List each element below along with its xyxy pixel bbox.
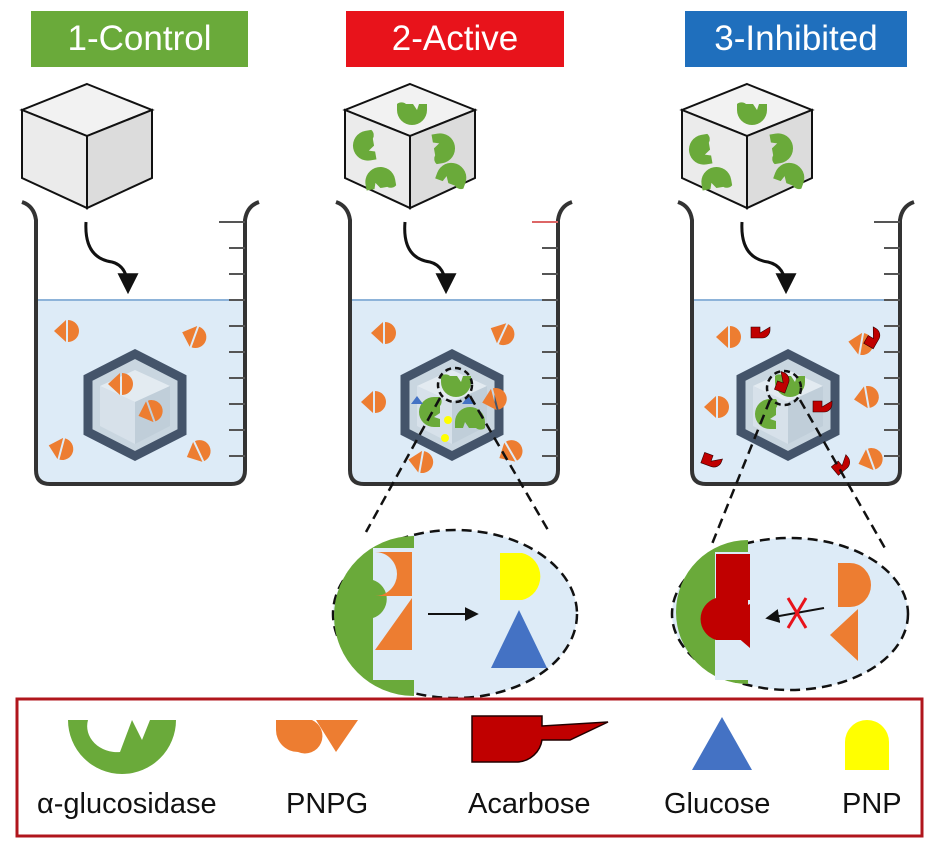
panel-inhibited — [670, 82, 915, 692]
zoom-circle — [765, 369, 803, 407]
glucose-icon — [692, 717, 752, 770]
cube-enzyme — [342, 82, 478, 210]
submerged-cube — [83, 348, 187, 462]
drop-arrow — [84, 221, 139, 295]
pnpg-icon — [276, 720, 358, 754]
panel-title-inhibited: 3-Inhibited — [685, 11, 907, 67]
panel-control — [19, 82, 260, 486]
panel-title-active: 2-Active — [346, 11, 564, 67]
acarbose-icon — [471, 715, 609, 763]
panel-active — [331, 82, 579, 700]
legend — [15, 697, 924, 838]
zoom-detail-inhibited — [670, 536, 910, 692]
drop-arrow — [740, 221, 797, 295]
legend-label-glucose: Glucose — [664, 788, 771, 820]
cube-enzyme — [679, 82, 815, 210]
legend-label-acarbose: Acarbose — [468, 788, 591, 820]
legend-label-alpha-glucosidase: α-glucosidase — [37, 788, 217, 820]
alpha-glucosidase-icon — [68, 720, 176, 774]
legend-label-pnpg: PNPG — [286, 788, 369, 820]
drop-arrow — [403, 221, 457, 295]
legend-label-pnp: PNP — [842, 788, 902, 820]
zoom-circle — [436, 366, 474, 404]
zoom-detail-active — [331, 528, 579, 700]
submerged-cube — [400, 348, 504, 462]
cube-plain — [19, 82, 155, 210]
panel-title-control: 1-Control — [31, 11, 248, 67]
pnp-icon — [845, 720, 889, 770]
